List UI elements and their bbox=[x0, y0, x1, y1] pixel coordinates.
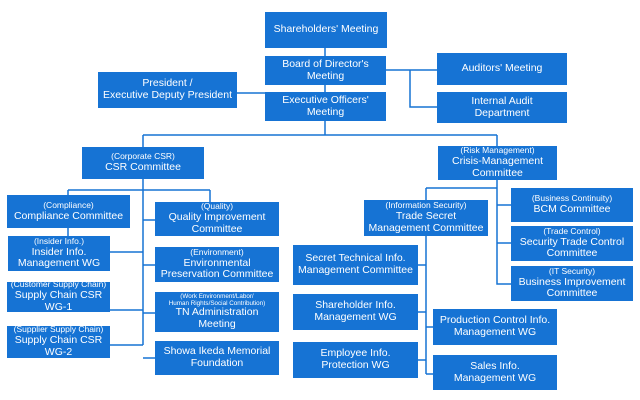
sales-info-label-2: Management WG bbox=[453, 371, 537, 384]
environmental-label-2: Preservation Committee bbox=[160, 268, 274, 281]
csr-committee-label: CSR Committee bbox=[105, 161, 181, 173]
environmental-preservation-box: (Environment) Environmental Preservation… bbox=[155, 247, 279, 282]
board-of-directors-label-1: Board of Director's bbox=[282, 57, 369, 70]
employee-info-label-2: Protection WG bbox=[321, 359, 390, 371]
production-control-box: Production Control Info. Management WG bbox=[433, 309, 557, 345]
shareholder-info-label-2: Management WG bbox=[314, 311, 397, 323]
quality-label-1: Quality Improvement bbox=[168, 211, 266, 224]
bcm-committee-box: (Business Continuity) BCM Committee bbox=[511, 188, 633, 222]
tn-administration-category-1: (Work Environment/Labor/ bbox=[180, 293, 254, 301]
supply-chain-wg2-category: (Supplier Supply Chain) bbox=[13, 324, 104, 335]
executive-officers-label-1: Executive Officers' bbox=[282, 93, 369, 106]
csr-committee-box: (Corporate CSR) CSR Committee bbox=[82, 147, 204, 179]
shareholder-info-box: Shareholder Info. Management WG bbox=[293, 294, 418, 330]
crisis-management-category: (Risk Management) bbox=[460, 145, 535, 156]
tn-administration-label-2: Meeting bbox=[198, 318, 236, 331]
supply-chain-wg1-label: Supply Chain CSR WG-1 bbox=[14, 289, 103, 313]
supply-chain-wg2-label: Supply Chain CSR WG-2 bbox=[14, 334, 103, 358]
supply-chain-wg2-box: (Supplier Supply Chain) Supply Chain CSR… bbox=[7, 324, 110, 358]
trade-secret-label-1: Trade Secret bbox=[395, 210, 457, 223]
tn-administration-category-2: Human Rights/Social Contribution) bbox=[168, 300, 266, 308]
showa-ikeda-box: Showa Ikeda Memorial Foundation bbox=[155, 341, 279, 375]
president-box: President / Executive Deputy President bbox=[98, 72, 237, 108]
compliance-committee-box: (Compliance) Compliance Committee bbox=[7, 195, 130, 228]
auditors-meeting-label: Auditors' Meeting bbox=[461, 62, 543, 75]
internal-audit-box: Internal Audit Department bbox=[437, 92, 567, 123]
tn-administration-label-1: TN Administration bbox=[175, 306, 259, 319]
showa-ikeda-label-2: Foundation bbox=[190, 357, 244, 369]
showa-ikeda-label-1: Showa Ikeda Memorial bbox=[163, 345, 271, 358]
business-improvement-category: (IT Security) bbox=[548, 265, 596, 276]
trade-secret-category: (Information Security) bbox=[385, 200, 467, 211]
business-improvement-label-1: Business Improvement bbox=[518, 275, 626, 288]
insider-info-label-1: Insider Info. bbox=[31, 245, 87, 258]
business-improvement-box: (IT Security) Business Improvement Commi… bbox=[511, 266, 633, 301]
auditors-meeting-box: Auditors' Meeting bbox=[437, 53, 567, 85]
board-of-directors-box: Board of Director's Meeting bbox=[265, 56, 386, 85]
secret-technical-label-2: Management Committee bbox=[298, 264, 413, 276]
quality-label-2: Committee bbox=[191, 222, 243, 235]
board-of-directors-label-2: Meeting bbox=[306, 69, 345, 82]
secret-technical-label-1: Secret Technical Info. bbox=[305, 252, 406, 265]
bcm-category: (Business Continuity) bbox=[531, 193, 613, 204]
internal-audit-label-1: Internal Audit bbox=[471, 94, 533, 107]
security-trade-control-box: (Trade Control) Security Trade Control C… bbox=[511, 226, 633, 261]
employee-info-box: Employee Info. Protection WG bbox=[293, 342, 418, 378]
supply-chain-wg1-category: (Customer Supply Chain) bbox=[10, 279, 107, 290]
insider-info-category: (Insider Info.) bbox=[33, 235, 85, 246]
crisis-management-box: (Risk Management) Crisis-Management Comm… bbox=[438, 146, 557, 180]
president-label-1: President / bbox=[142, 77, 193, 90]
president-label-2: Executive Deputy President bbox=[103, 89, 232, 101]
shareholders-meeting-box: Shareholders' Meeting bbox=[265, 12, 387, 48]
executive-officers-box: Executive Officers' Meeting bbox=[265, 92, 386, 121]
bcm-label: BCM Committee bbox=[533, 203, 611, 215]
employee-info-label-1: Employee Info. bbox=[320, 347, 391, 360]
security-trade-label-2: Committee bbox=[546, 247, 598, 260]
csr-committee-category: (Corporate CSR) bbox=[111, 151, 175, 162]
compliance-label: Compliance Committee bbox=[13, 209, 124, 222]
shareholders-meeting-label: Shareholders' Meeting bbox=[273, 23, 379, 36]
insider-info-box: (Insider Info.) Insider Info. Management… bbox=[8, 236, 110, 271]
sales-info-box: Sales Info. Management WG bbox=[433, 355, 557, 390]
crisis-management-label-2: Committee bbox=[472, 166, 523, 179]
environmental-label-1: Environmental bbox=[183, 256, 251, 269]
environmental-category: (Environment) bbox=[190, 246, 244, 257]
security-trade-label-1: Security Trade Control bbox=[519, 235, 625, 248]
insider-info-label-2: Management WG bbox=[17, 257, 101, 270]
production-control-label-2: Management WG bbox=[453, 326, 537, 338]
executive-officers-label-2: Meeting bbox=[306, 105, 345, 118]
compliance-category: (Compliance) bbox=[43, 199, 94, 210]
quality-category: (Quality) bbox=[200, 201, 234, 212]
supply-chain-wg1-box: (Customer Supply Chain) Supply Chain CSR… bbox=[7, 279, 110, 313]
shareholder-info-label-1: Shareholder Info. bbox=[315, 299, 396, 312]
sales-info-label-1: Sales Info. bbox=[470, 359, 520, 372]
trade-secret-committee-box: (Information Security) Trade Secret Mana… bbox=[364, 200, 488, 236]
business-improvement-label-2: Committee bbox=[546, 287, 598, 300]
quality-improvement-box: (Quality) Quality Improvement Committee bbox=[155, 202, 279, 236]
trade-secret-label-2: Management Committee bbox=[368, 221, 484, 234]
internal-audit-label-2: Department bbox=[474, 106, 530, 119]
tn-administration-box: (Work Environment/Labor/ Human Rights/So… bbox=[155, 292, 279, 332]
production-control-label-1: Production Control Info. bbox=[439, 314, 551, 327]
secret-technical-box: Secret Technical Info. Management Commit… bbox=[293, 245, 418, 285]
crisis-management-label-1: Crisis-Management bbox=[451, 155, 544, 168]
security-trade-category: (Trade Control) bbox=[543, 225, 601, 236]
